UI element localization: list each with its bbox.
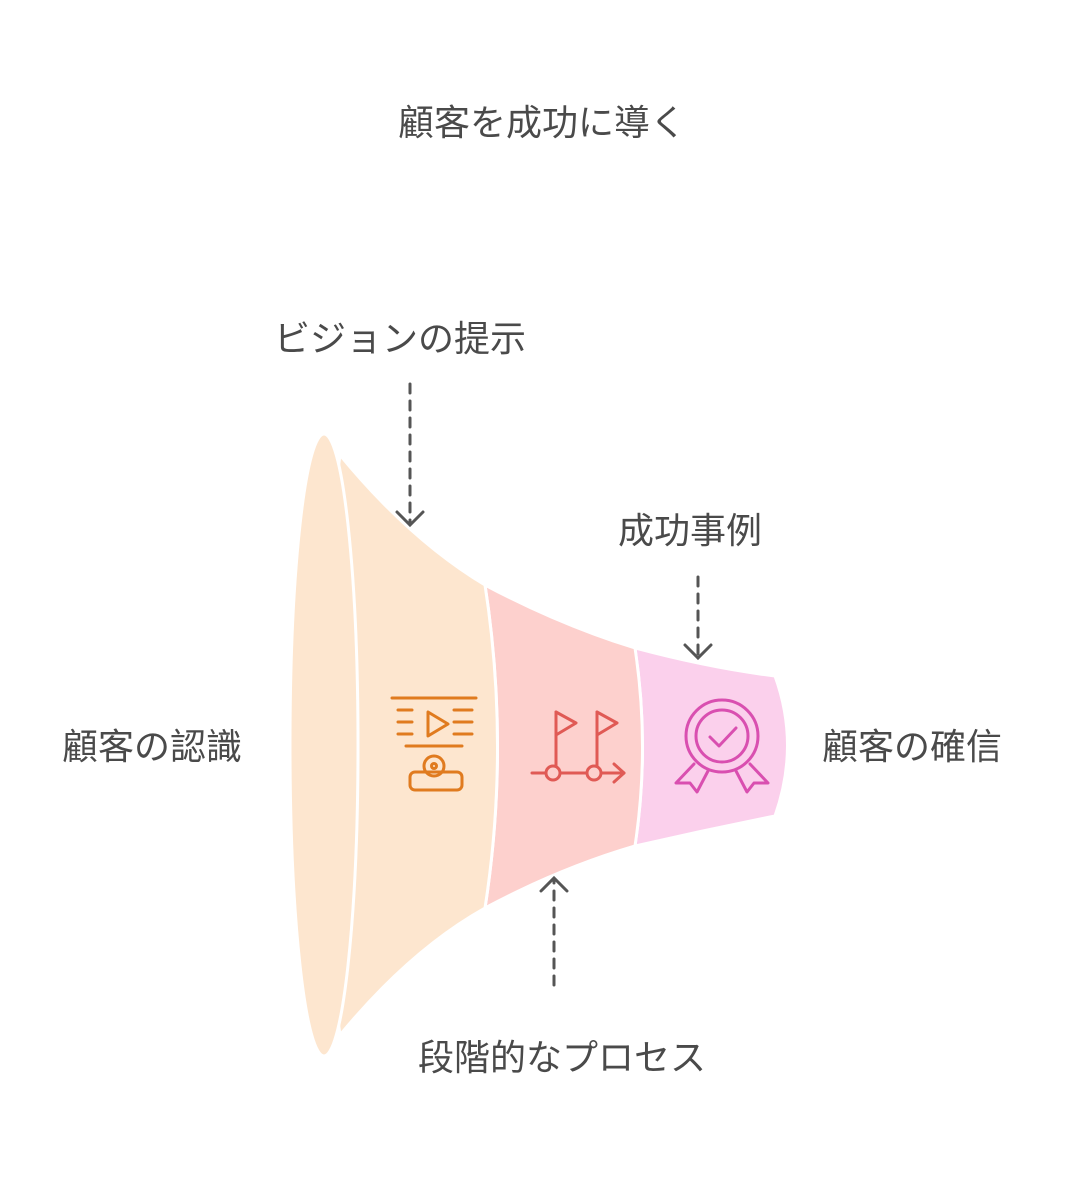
stepwise-process-arrow [539,875,569,987]
callout-stepwise-process: 段階的なプロセス [418,1038,707,1079]
callout-success-cases: 成功事例 [618,511,763,552]
vision-arrow [395,382,425,528]
funnel-mouth [288,432,360,1058]
funnel-stage-2 [483,582,644,911]
funnel-start-label: 顧客の認識 [62,727,243,768]
success-cases-arrow [683,575,713,661]
award-badge-icon [674,698,770,794]
diagram-title: 顧客を成功に導く [397,103,686,144]
presentation-icon [390,696,478,792]
funnel-end-label: 顧客の確信 [822,727,1003,768]
callout-vision: ビジョンの提示 [274,319,527,360]
funnel-stage-3 [633,645,789,848]
milestone-flags-icon [530,710,626,784]
